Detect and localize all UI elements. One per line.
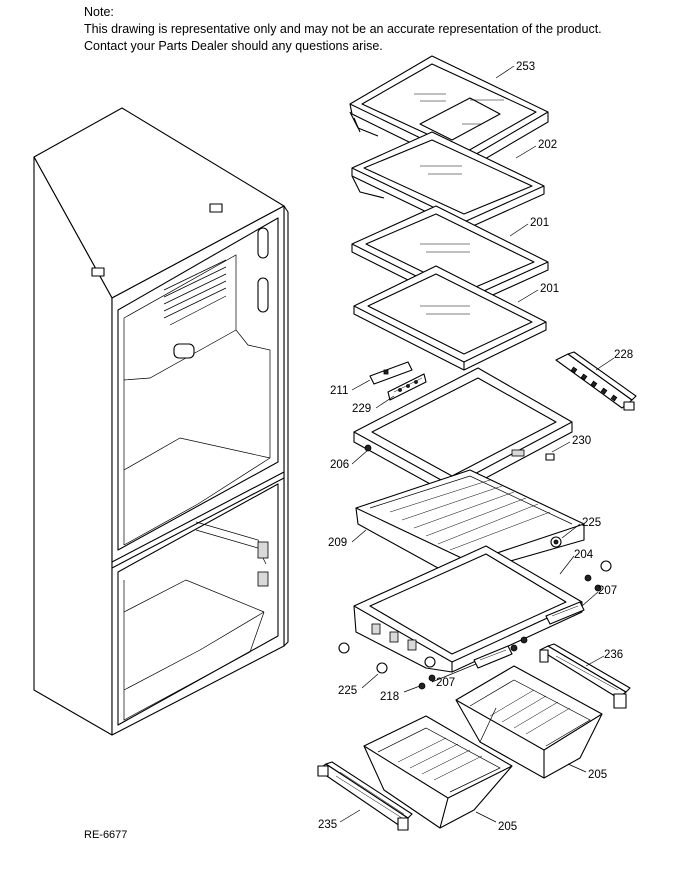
callout-228: 228 — [614, 349, 633, 361]
callout-225-left: 225 — [338, 685, 357, 697]
callout-205-upper: 205 — [588, 769, 607, 781]
part-202-shelf — [351, 131, 545, 231]
callout-202: 202 — [538, 139, 557, 151]
callout-230: 230 — [572, 435, 591, 447]
part-204-shelf — [353, 545, 583, 673]
callout-229: 229 — [352, 403, 371, 415]
callout-236: 236 — [604, 649, 623, 661]
part-201-shelf-upper — [351, 205, 549, 309]
part-205-drawer-lower — [363, 715, 513, 829]
callout-201-upper: 201 — [530, 217, 549, 229]
diagram-code: RE-6677 — [84, 829, 128, 841]
callout-201-lower: 201 — [540, 283, 559, 295]
part-230-crisper-cover — [353, 367, 573, 497]
part-235-drawer-rail — [317, 761, 413, 831]
callout-206: 206 — [330, 459, 349, 471]
part-205-drawer-upper — [455, 665, 603, 779]
callout-207-right: 207 — [598, 585, 617, 597]
refrigerator-cabinet — [33, 107, 289, 736]
callout-207-left: 207 — [436, 677, 455, 689]
part-218-fasteners — [418, 574, 602, 690]
part-228-vent-cover — [555, 351, 637, 411]
part-207-rail-left — [473, 645, 513, 669]
callout-211: 211 — [330, 385, 348, 397]
callout-253: 253 — [516, 61, 535, 73]
leader-lines — [339, 65, 615, 823]
part-211-cover — [369, 361, 413, 385]
disclaimer-note: Note: This drawing is representative onl… — [84, 4, 602, 55]
part-207-rail-right — [545, 601, 585, 625]
callout-209: 209 — [328, 537, 347, 549]
note-title: Note: — [84, 5, 114, 19]
part-236-slide-rail — [539, 643, 631, 709]
callout-205-lower: 205 — [498, 821, 517, 833]
note-line-1: This drawing is representative only and … — [84, 22, 602, 36]
callout-labels: 253 202 201 201 228 211 229 230 206 225 … — [318, 61, 633, 833]
callout-218: 218 — [380, 691, 399, 703]
part-209-pan — [355, 469, 585, 581]
note-line-2: Contact your Parts Dealer should any que… — [84, 39, 383, 53]
callout-225-right: 225 — [582, 517, 601, 529]
part-225-fasteners — [338, 536, 612, 674]
part-229-bracket — [387, 373, 427, 401]
part-201-shelf-lower — [353, 265, 547, 371]
callout-204: 204 — [574, 549, 594, 561]
callout-235: 235 — [318, 819, 337, 831]
